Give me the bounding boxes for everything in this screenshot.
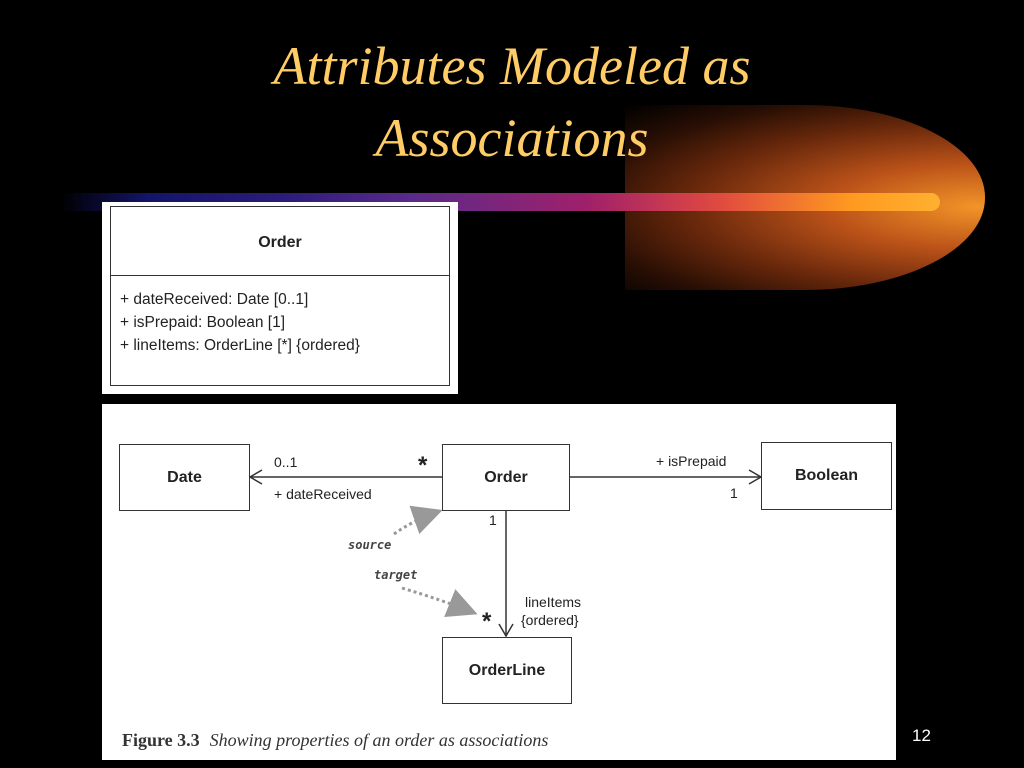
date-arrowhead — [248, 469, 263, 485]
figure-caption-label: Figure 3.3 — [122, 730, 200, 750]
class-box-figure: Order + dateReceived: Date [0..1] + isPr… — [102, 202, 458, 394]
order-multiplicity-star: * — [418, 452, 428, 479]
page-number: 12 — [912, 726, 931, 745]
figure-caption-text: Showing properties of an order as associ… — [209, 730, 549, 750]
is-prepaid-role-label: + isPrepaid — [656, 453, 727, 469]
boolean-class-box: Boolean — [761, 442, 892, 510]
target-pointer-arrow — [401, 586, 478, 618]
attribute-date-received: + dateReceived: Date [0..1] — [120, 291, 309, 308]
association-lines — [248, 469, 763, 638]
order-class-name: Order — [258, 234, 302, 251]
target-annotation: target — [374, 568, 418, 582]
orderline-arrowhead — [498, 623, 514, 638]
source-annotation: source — [348, 538, 392, 552]
orderline-class-box: OrderLine — [442, 637, 572, 704]
date-class-name: Date — [167, 468, 202, 486]
order-class-name-diagram: Order — [484, 468, 528, 486]
line-items-role-label: lineItems — [525, 594, 582, 610]
order-attribute-list: + dateReceived: Date [0..1] + isPrepaid:… — [120, 288, 360, 357]
association-diagram-figure: Date Order Boolean OrderLine 0..1 * + da… — [102, 404, 896, 760]
attribute-line-items: + lineItems: OrderLine [*] {ordered} — [120, 337, 360, 354]
order-bottom-multiplicity-label: 1 — [489, 512, 497, 528]
attribute-is-prepaid: + isPrepaid: Boolean [1] — [120, 314, 286, 331]
orderline-class-name: OrderLine — [468, 661, 546, 679]
orderline-multiplicity-star: * — [482, 608, 492, 635]
figure-caption: Figure 3.3 Showing properties of an order… — [122, 730, 548, 751]
date-received-role-label: + dateReceived — [274, 486, 372, 502]
order-class-box-diagram: Order — [442, 444, 570, 511]
date-multiplicity-label: 0..1 — [274, 454, 298, 470]
boolean-class-name: Boolean — [794, 467, 859, 484]
ordered-constraint-label: {ordered} — [521, 612, 579, 628]
slide-title-line-2: Associations — [375, 108, 649, 168]
slide-title-line-1: Attributes Modeled as — [273, 36, 751, 96]
order-class-box: Order — [110, 206, 450, 386]
date-class-box: Date — [119, 444, 250, 511]
boolean-multiplicity-label: 1 — [730, 485, 738, 501]
class-divider — [111, 275, 449, 276]
source-pointer-arrow — [393, 505, 443, 536]
